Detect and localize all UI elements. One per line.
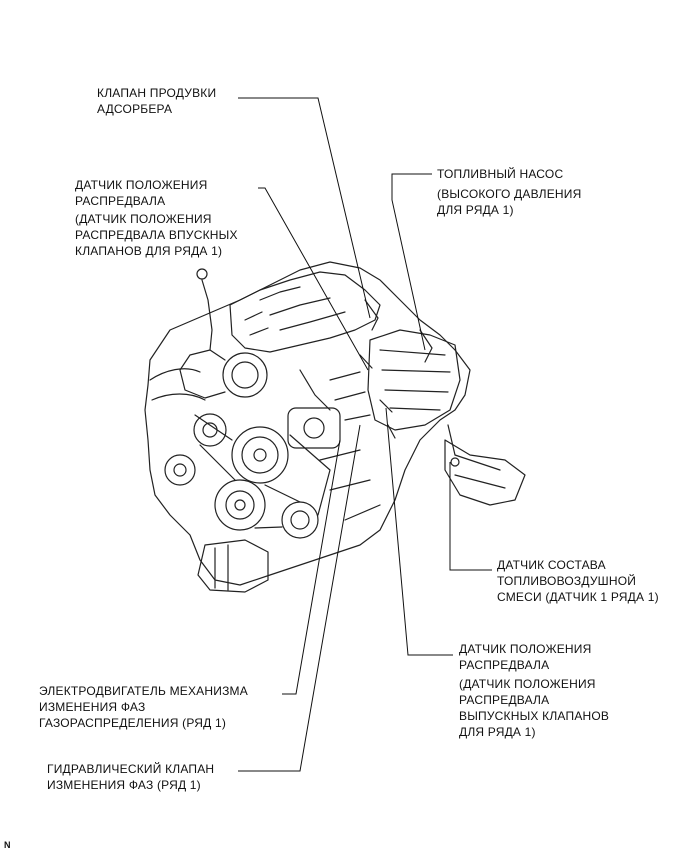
label-af-sensor: ДАТЧИК СОСТАВА ТОПЛИВОВОЗДУШНОЙ СМЕСИ (Д…: [497, 558, 659, 604]
vvt-motor-housing: [287, 407, 341, 449]
label-fuel-pump-title: ТОПЛИВНЫЙ НАСОС: [437, 167, 564, 181]
label-cam-sensor-exhaust-note: (ДАТЧИК ПОЛОЖЕНИЯ РАСПРЕДВАЛА ВЫПУСКНЫХ …: [459, 677, 610, 739]
corner-mark: N: [4, 840, 11, 850]
idler-pulley: [281, 501, 319, 539]
leader-ocv: [238, 424, 361, 772]
label-cam-sensor-intake-title: ДАТЧИК ПОЛОЖЕНИЯ РАСПРЕДВАЛА: [75, 178, 208, 208]
leader-purge-valve: [238, 97, 371, 319]
leader-cam-intake: [258, 187, 369, 371]
label-vvt-motor: ЭЛЕКТРОДВИГАТЕЛЬ МЕХАНИЗМА ИЗМЕНЕНИЯ ФАЗ…: [39, 684, 248, 730]
alternator-pulley: [214, 479, 266, 531]
intake-manifold: [229, 271, 381, 353]
crank-pulley: [231, 426, 289, 484]
leader-fuel-pump: [391, 173, 432, 351]
label-cam-sensor-exhaust-title: ДАТЧИК ПОЛОЖЕНИЯ РАСПРЕДВАЛА: [459, 642, 592, 672]
throttle-body: [222, 352, 268, 398]
label-fuel-pump-note: (ВЫСОКОГО ДАВЛЕНИЯ ДЛЯ РЯДА 1): [437, 187, 582, 217]
engine-block-outline: [144, 261, 471, 586]
exhaust-converter: [444, 439, 526, 506]
leader-vvt-motor: [282, 439, 341, 695]
leader-af-sensor: [449, 462, 492, 571]
label-cam-sensor-intake-note: (ДАТЧИК ПОЛОЖЕНИЯ РАСПРЕДВАЛА ВПУСКНЫХ К…: [75, 212, 238, 258]
leader-cam-exhaust: [385, 407, 453, 656]
starter: [197, 539, 269, 593]
label-purge-valve: КЛАПАН ПРОДУВКИ АДСОРБЕРА: [97, 86, 217, 116]
cylinder-head-right: [367, 329, 461, 431]
label-ocv: ГИДРАВЛИЧЕСКИЙ КЛАПАН ИЗМЕНЕНИЯ ФАЗ (РЯД…: [47, 762, 215, 792]
